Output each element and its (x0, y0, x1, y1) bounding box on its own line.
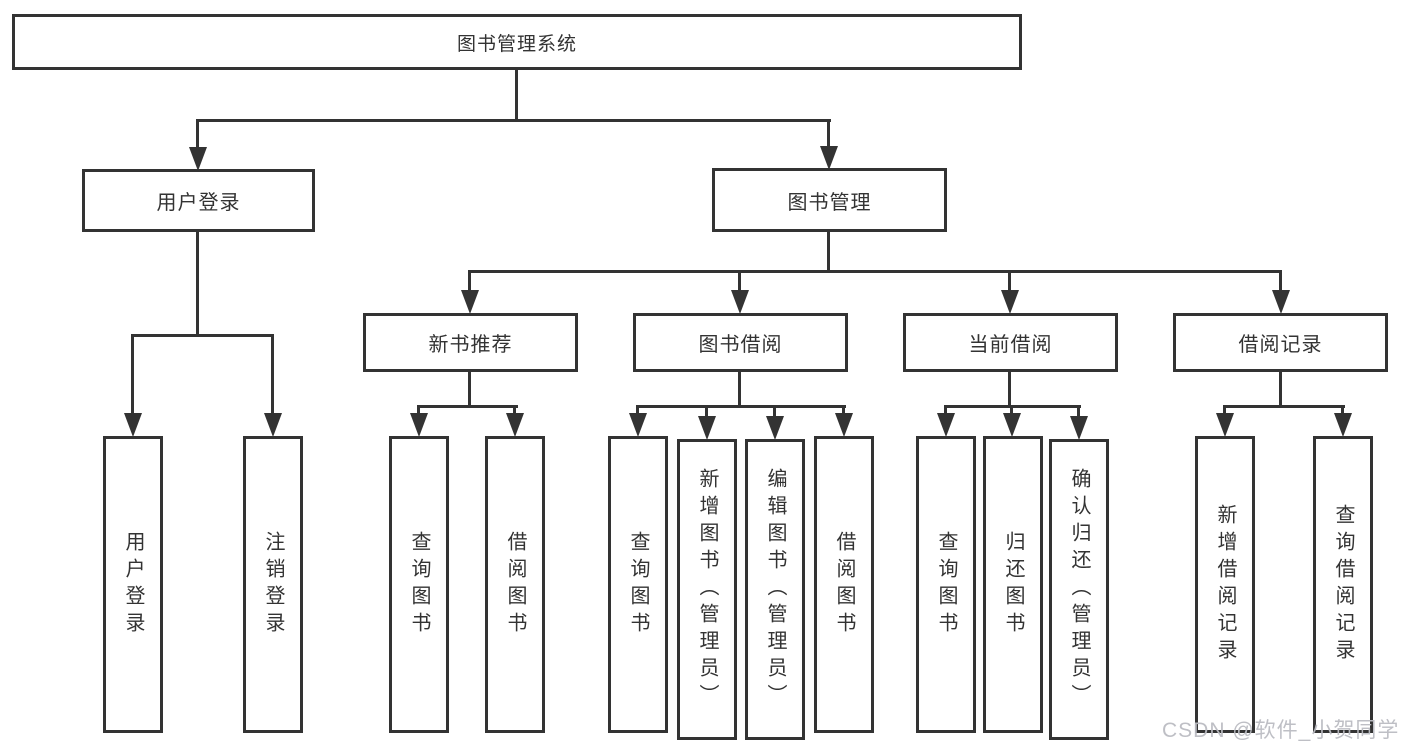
connector-line (468, 372, 471, 407)
connector-line (773, 405, 776, 420)
connector-line (468, 270, 1282, 273)
connector-line (1279, 270, 1282, 294)
connector-line (131, 334, 134, 416)
node-root-label: 图书管理系统 (456, 33, 577, 55)
node-book-management: 图书管理 (712, 168, 947, 232)
node-current-borrowing: 当前借阅 (903, 313, 1118, 372)
node-book-management-label: 图书管理 (787, 191, 872, 214)
connector-line (197, 119, 831, 122)
leaf-logout-label: 注销登录 (262, 530, 284, 639)
leaf-user-login: 用户登录 (103, 436, 163, 733)
arrow-down-icon (1216, 413, 1234, 437)
leaf-return-books-label: 归还图书 (1002, 530, 1024, 639)
connector-line (1008, 270, 1011, 294)
arrow-down-icon (1334, 413, 1352, 437)
arrow-down-icon (189, 147, 207, 171)
node-current-borrowing-label: 当前借阅 (968, 334, 1053, 356)
arrow-down-icon (820, 146, 838, 170)
leaf-borrow-books-label: 借阅图书 (833, 530, 855, 639)
arrow-down-icon (629, 413, 647, 437)
node-new-book-recommend: 新书推荐 (363, 313, 578, 372)
leaf-return-books: 归还图书 (983, 436, 1043, 733)
leaf-borrow-books-recommend-label: 借阅图书 (504, 530, 526, 639)
connector-line (738, 270, 741, 294)
node-user-login: 用户登录 (82, 169, 315, 232)
connector-line (1223, 405, 1226, 417)
arrow-down-icon (937, 413, 955, 437)
leaf-query-books-borrowing-label: 查询图书 (627, 530, 649, 639)
connector-line (271, 334, 274, 416)
connector-line (513, 405, 516, 417)
connector-line (827, 119, 830, 148)
arrow-down-icon (264, 413, 282, 437)
connector-line (417, 405, 518, 408)
node-borrowing-records: 借阅记录 (1173, 313, 1388, 372)
connector-line (1223, 405, 1345, 408)
arrow-down-icon (124, 413, 142, 437)
leaf-edit-books-admin-label: 编辑图书（管理员） (764, 468, 786, 711)
node-new-book-recommend-label: 新书推荐 (428, 334, 513, 356)
arrow-down-icon (506, 413, 524, 437)
leaf-add-books-admin-label: 新增图书（管理员） (696, 468, 718, 711)
arrow-down-icon (698, 416, 716, 440)
leaf-borrow-books: 借阅图书 (814, 436, 874, 733)
connector-line (1008, 372, 1011, 407)
leaf-query-books-current-label: 查询图书 (935, 530, 957, 639)
leaf-confirm-return-admin-label: 确认归还（管理员） (1068, 468, 1090, 711)
leaf-query-books-recommend-label: 查询图书 (408, 530, 430, 639)
connector-line (196, 232, 199, 337)
arrow-down-icon (731, 290, 749, 314)
connector-line (1077, 405, 1080, 420)
connector-line (636, 405, 639, 417)
csdn-watermark: CSDN @软件_小贺同学 (1162, 719, 1400, 742)
leaf-query-books-recommend: 查询图书 (389, 436, 449, 733)
leaf-edit-books-admin: 编辑图书（管理员） (745, 439, 805, 740)
leaf-logout: 注销登录 (243, 436, 303, 733)
node-book-borrowing: 图书借阅 (633, 313, 848, 372)
connector-line (705, 405, 708, 420)
connector-line (196, 119, 199, 149)
arrow-down-icon (766, 416, 784, 440)
arrow-down-icon (1003, 413, 1021, 437)
leaf-confirm-return-admin: 确认归还（管理员） (1049, 439, 1109, 740)
leaf-user-login-label: 用户登录 (122, 530, 144, 639)
connector-line (1341, 405, 1344, 417)
connector-line (842, 405, 845, 417)
connector-line (131, 334, 274, 337)
connector-line (468, 270, 471, 294)
connector-line (417, 405, 420, 417)
connector-line (636, 405, 846, 408)
leaf-add-borrow-record: 新增借阅记录 (1195, 436, 1255, 733)
leaf-borrow-books-recommend: 借阅图书 (485, 436, 545, 733)
node-borrowing-records-label: 借阅记录 (1238, 334, 1323, 356)
connector-line (1010, 405, 1013, 417)
node-user-login-label: 用户登录 (156, 192, 241, 214)
leaf-add-borrow-record-label: 新增借阅记录 (1214, 503, 1236, 666)
leaf-query-books-current: 查询图书 (916, 436, 976, 733)
arrow-down-icon (1001, 290, 1019, 314)
connector-line (827, 232, 830, 271)
leaf-add-books-admin: 新增图书（管理员） (677, 439, 737, 740)
connector-line (944, 405, 947, 417)
connector-line (738, 372, 741, 407)
connector-line (1279, 372, 1282, 407)
arrow-down-icon (835, 413, 853, 437)
leaf-query-borrow-record: 查询借阅记录 (1313, 436, 1373, 733)
arrow-down-icon (410, 413, 428, 437)
arrow-down-icon (1272, 290, 1290, 314)
node-root-library-system: 图书管理系统 (12, 14, 1022, 70)
leaf-query-borrow-record-label: 查询借阅记录 (1332, 503, 1354, 666)
arrow-down-icon (461, 290, 479, 314)
connector-line (515, 70, 518, 119)
node-book-borrowing-label: 图书借阅 (698, 334, 783, 356)
leaf-query-books-borrowing: 查询图书 (608, 436, 668, 733)
arrow-down-icon (1070, 416, 1088, 440)
